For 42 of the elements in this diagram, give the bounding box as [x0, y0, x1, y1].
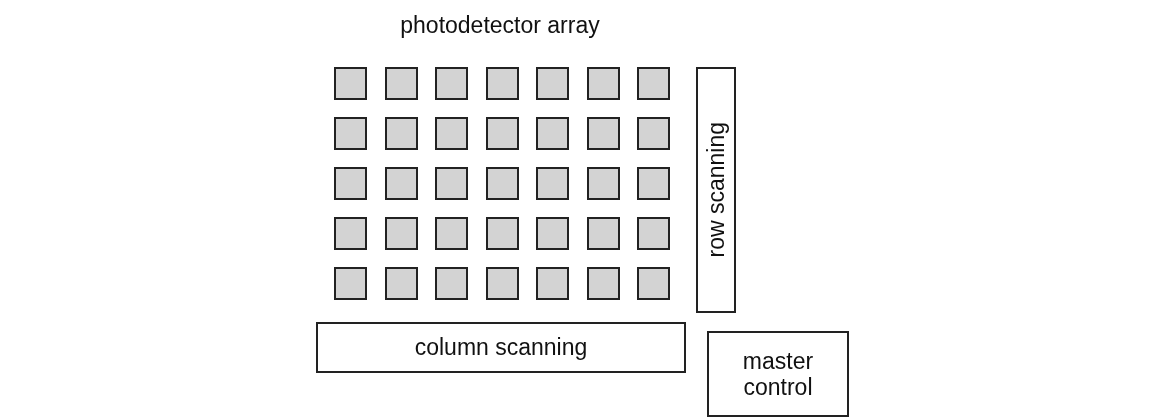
photodetector-cell: [637, 217, 670, 250]
photodetector-cell: [384, 217, 418, 250]
photodetector-cell: [334, 267, 367, 300]
photodetector-cell: [637, 167, 670, 200]
diagram-title: photodetector array: [399, 12, 601, 39]
photodetector-cell: [485, 67, 519, 100]
photodetector-cell: [536, 167, 569, 200]
photodetector-cell: [637, 117, 670, 150]
photodetector-cell: [485, 117, 519, 150]
photodetector-cell: [384, 117, 418, 150]
photodetector-cell: [435, 117, 468, 150]
box-label: master control: [741, 347, 815, 401]
photodetector-cell: [536, 117, 569, 150]
photodetector-cell: [435, 167, 468, 200]
photodetector-cell: [485, 267, 519, 300]
photodetector-cell: [586, 267, 620, 300]
photodetector-cell: [435, 217, 468, 250]
box-label: column scanning: [414, 334, 588, 361]
photodetector-cell: [586, 67, 620, 100]
photodetector-cell: [334, 217, 367, 250]
photodetector-cell: [536, 217, 569, 250]
photodetector-cell: [384, 267, 418, 300]
photodetector-cell: [637, 67, 670, 100]
photodetector-cell: [536, 267, 569, 300]
photodetector-cell: [586, 217, 620, 250]
photodetector-cell: [485, 167, 519, 200]
photodetector-cell: [334, 67, 367, 100]
box-label: row scanning: [702, 122, 730, 258]
photodetector-cell: [536, 67, 569, 100]
row-scanner-box: [696, 67, 736, 313]
photodetector-cell: [586, 167, 620, 200]
photodetector-cell: [334, 167, 367, 200]
photodetector-cell: [485, 217, 519, 250]
photodetector-cell: [637, 267, 670, 300]
photodetector-cell: [384, 67, 418, 100]
photodetector-cell: [384, 167, 418, 200]
photodetector-cell: [334, 117, 367, 150]
process-box: [316, 322, 686, 373]
process-box: [707, 331, 849, 417]
photodetector-cell: [586, 117, 620, 150]
photodetector-cell: [435, 267, 468, 300]
photodetector-cell: [435, 67, 468, 100]
